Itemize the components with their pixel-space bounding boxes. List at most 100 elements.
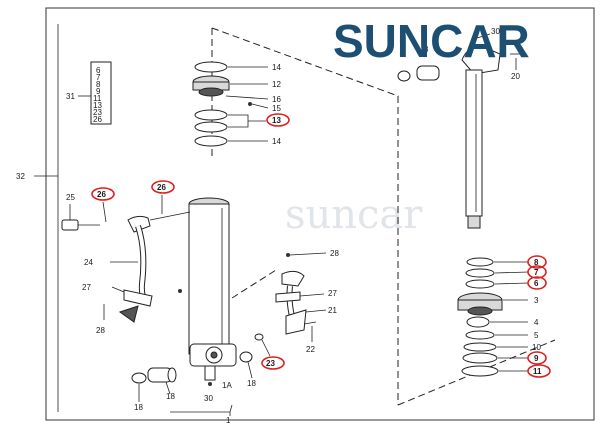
leader-7 bbox=[494, 271, 529, 274]
head-port-bore bbox=[210, 351, 218, 359]
leader-19 bbox=[165, 381, 171, 395]
kit-item: 11 bbox=[93, 94, 102, 103]
label-16: 16 bbox=[272, 95, 281, 104]
label-14a: 14 bbox=[272, 63, 281, 72]
ball-15 bbox=[248, 102, 252, 106]
kit-item: 9 bbox=[96, 87, 101, 96]
kit-item: 8 bbox=[96, 80, 101, 89]
tube-24-flange bbox=[127, 215, 151, 233]
clamp-27-left-jaw bbox=[118, 305, 139, 323]
label-25: 25 bbox=[66, 193, 75, 202]
label-10: 10 bbox=[532, 343, 541, 352]
ring-14-top bbox=[194, 61, 228, 73]
leader-18b bbox=[247, 361, 253, 379]
assembly-boundary-bottom bbox=[397, 339, 556, 406]
highlight-13 bbox=[266, 113, 290, 127]
seal-7 bbox=[465, 268, 495, 278]
piston-rod bbox=[465, 69, 483, 217]
label-12: 12 bbox=[272, 80, 281, 89]
ring-5 bbox=[465, 330, 495, 340]
tube-21-flange bbox=[285, 309, 307, 335]
grease-fitting bbox=[473, 36, 477, 40]
label-11: 11 bbox=[533, 367, 542, 376]
label-27a: 27 bbox=[82, 283, 91, 292]
label-26a: 26 bbox=[97, 190, 106, 199]
label-18b: 18 bbox=[247, 379, 256, 388]
label-30a: 30 bbox=[491, 27, 500, 36]
leader-21 bbox=[305, 309, 327, 313]
kit-item: 13 bbox=[93, 101, 102, 110]
leader-6 bbox=[494, 282, 529, 285]
highlight-26b bbox=[151, 180, 175, 194]
rod-thread bbox=[467, 215, 481, 229]
tube-alignment-dash bbox=[231, 269, 277, 299]
label-24: 24 bbox=[84, 258, 93, 267]
diagram-frame bbox=[45, 7, 595, 421]
clamp-27-right bbox=[275, 291, 301, 303]
label-28a: 28 bbox=[96, 326, 105, 335]
piston-4 bbox=[466, 316, 490, 328]
bolt-28-right bbox=[286, 253, 290, 257]
label-1a: 1A bbox=[222, 381, 232, 390]
seal-6 bbox=[465, 279, 495, 289]
kit-item: 7 bbox=[96, 73, 101, 82]
ring-14-bottom bbox=[194, 135, 228, 147]
bolt-25-head bbox=[61, 219, 79, 231]
rod-guide-12-bore bbox=[198, 87, 224, 97]
watermark-text: suncar bbox=[285, 192, 423, 238]
label-28b: 28 bbox=[330, 249, 339, 258]
clamp-27-left bbox=[123, 289, 153, 307]
highlight-8 bbox=[527, 255, 547, 269]
label-1: 1 bbox=[226, 416, 231, 425]
label-19: 18 bbox=[166, 392, 175, 401]
kit-item: 26 bbox=[93, 115, 102, 124]
label-26b: 26 bbox=[157, 183, 166, 192]
oring-18-right bbox=[239, 351, 253, 363]
kit-box bbox=[90, 61, 112, 125]
screw-30 bbox=[208, 382, 212, 386]
cylinder-barrel bbox=[188, 203, 230, 355]
ring-10 bbox=[463, 342, 497, 352]
brand-logo: SUNCAR bbox=[333, 15, 530, 67]
gland-3-bore bbox=[467, 306, 493, 316]
label-3: 3 bbox=[534, 296, 539, 305]
label-27b: 27 bbox=[328, 289, 337, 298]
clamp-27-right-top bbox=[281, 270, 305, 287]
pin-left bbox=[178, 289, 182, 293]
label-7: 7 bbox=[534, 268, 539, 277]
seal-9 bbox=[462, 352, 498, 364]
kit-item: 23 bbox=[93, 108, 102, 117]
rod-eye bbox=[461, 46, 501, 75]
leader-27a bbox=[111, 286, 125, 293]
seal-13b bbox=[194, 121, 228, 133]
label-23: 23 bbox=[266, 359, 275, 368]
kit-item: 6 bbox=[96, 66, 101, 75]
label-4: 4 bbox=[534, 318, 539, 327]
seal-13a bbox=[194, 109, 228, 121]
assembly-boundary-right bbox=[211, 27, 399, 405]
highlight-26a bbox=[91, 187, 115, 201]
bracket-1 bbox=[170, 404, 233, 413]
leader-26a bbox=[102, 201, 107, 223]
label-9: 9 bbox=[534, 354, 539, 363]
highlight-11 bbox=[527, 364, 551, 378]
leader-27b bbox=[299, 293, 325, 297]
label-30b: 30 bbox=[204, 394, 213, 403]
ring-23 bbox=[254, 333, 264, 341]
label-13: 13 bbox=[272, 116, 281, 125]
label-21: 21 bbox=[328, 306, 337, 315]
adapter-19-face bbox=[167, 367, 177, 383]
label-5: 5 bbox=[534, 331, 539, 340]
label-3-top: 3 bbox=[424, 45, 429, 54]
label-15: 15 bbox=[272, 104, 281, 113]
label-32: 32 bbox=[16, 172, 25, 181]
label-6: 6 bbox=[534, 279, 539, 288]
bushing bbox=[416, 65, 440, 81]
highlight-6 bbox=[527, 276, 547, 290]
seal-8 bbox=[466, 257, 494, 267]
kit-box-ref: 31 bbox=[66, 92, 75, 101]
oring-18-left bbox=[131, 372, 147, 384]
leader-30a bbox=[476, 33, 491, 39]
